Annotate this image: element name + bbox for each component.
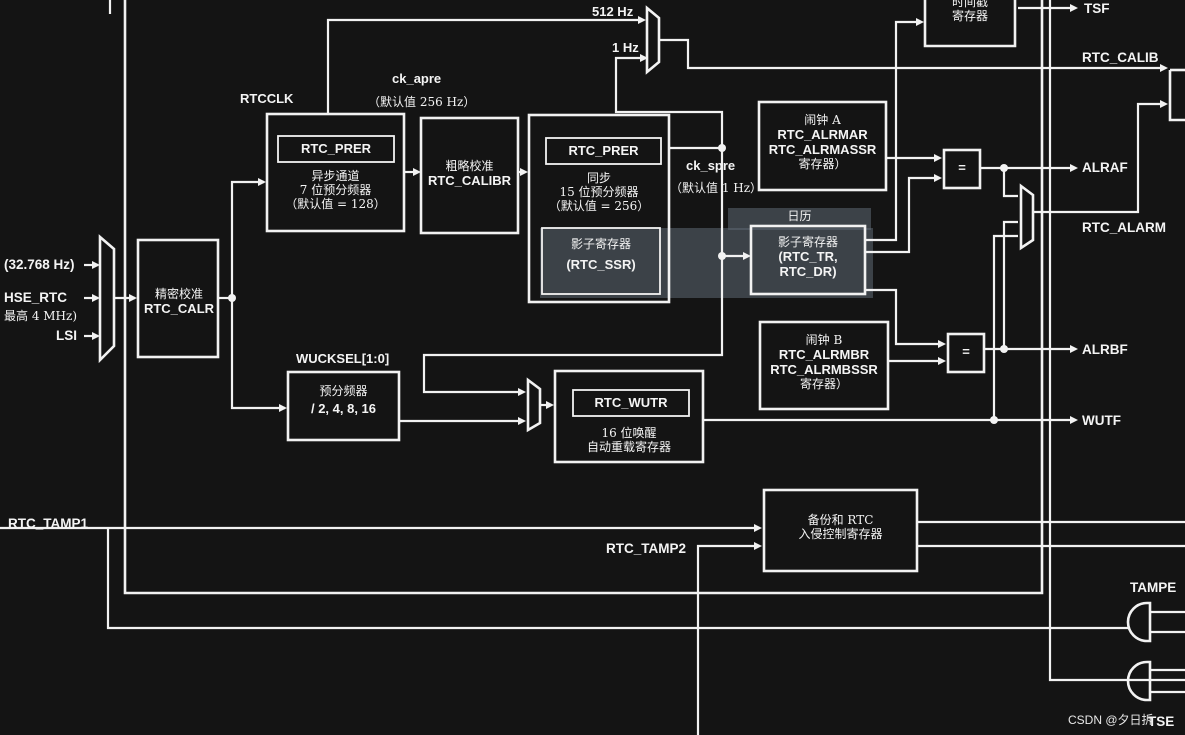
and-gate-tse xyxy=(1126,660,1152,702)
timestamp-box xyxy=(923,0,1017,48)
tamp1-label: RTC_TAMP1 xyxy=(8,516,89,531)
backup-label: 备份和 RTC 入侵控制寄存器 xyxy=(798,513,883,541)
wake-mux xyxy=(526,377,542,433)
output-rtc-calib: RTC_CALIB xyxy=(1082,50,1159,65)
tse-label: TSE xyxy=(1148,714,1175,729)
output-rtc-alarm: RTC_ALARM xyxy=(1082,220,1166,235)
ssr-label: 影子寄存器 (RTC_SSR) xyxy=(566,237,636,272)
compare-a-label: = xyxy=(958,160,966,175)
output-alraf: ALRAF xyxy=(1082,160,1128,175)
alarm-mux xyxy=(1019,183,1035,251)
rtcclk-label: RTCCLK xyxy=(240,91,294,106)
backup-box xyxy=(762,488,919,573)
alarm-b-label: 闹钟 B RTC_ALRMBR RTC_ALRMBSSR 寄存器） xyxy=(770,333,878,391)
wucksel-label: WUCKSEL[1:0] xyxy=(296,351,390,366)
alarm-a-box xyxy=(757,100,888,192)
wake-prescaler-label: 预分频器 / 2, 4, 8, 16 xyxy=(310,384,377,416)
input-hse-max-label: 最高 4 MHz) xyxy=(4,309,78,323)
watermark: CSDN @夕日拆 xyxy=(1068,713,1154,727)
sync-prescaler-box xyxy=(527,113,671,304)
ck-apre-default: （默认值 256 Hz） xyxy=(368,95,476,109)
compare-b-label: = xyxy=(962,344,970,359)
output-tsf: TSF xyxy=(1084,1,1110,16)
input-32k-label: (32.768 Hz) xyxy=(4,257,75,272)
calendar-label: 影子寄存器 (RTC_TR, RTC_DR) xyxy=(777,235,838,279)
calendar-band-top xyxy=(728,208,871,230)
ck-spre-label: ck_spre xyxy=(686,158,736,173)
alarm-a-label: 闹钟 A RTC_ALRMAR RTC_ALRMASSR 寄存器） xyxy=(768,113,877,171)
input-hse-label: HSE_RTC xyxy=(4,290,68,305)
timestamp-label: 时间戳 寄存器 xyxy=(951,0,988,23)
tampe-label: TAMPE xyxy=(1130,580,1177,595)
sync-prer-label: 同步 15 位预分频器 （默认值 = 256） xyxy=(548,171,650,213)
compare-b xyxy=(946,332,986,374)
wutr-label: 16 位唤醒 自动重载寄存器 xyxy=(586,426,671,454)
output-wutf: WUTF xyxy=(1082,413,1121,428)
ck-spre-default: （默认值 1 Hz） xyxy=(670,181,763,195)
output-alrbf: ALRBF xyxy=(1082,342,1128,357)
calibr-box xyxy=(419,116,520,235)
sync-prer-reg: RTC_PRER xyxy=(568,143,639,158)
async-prer-reg: RTC_PRER xyxy=(300,141,372,156)
calibr-label: 粗略校准 RTC_CALIBR xyxy=(427,159,512,188)
ck-apre-label: ck_apre xyxy=(392,71,442,86)
alarm-b-box xyxy=(758,320,890,411)
calendar-box xyxy=(749,224,867,296)
calr-label: 精密校准 RTC_CALR xyxy=(143,287,215,316)
input-lsi-label: LSI xyxy=(56,328,78,343)
wake-prescaler-box xyxy=(286,370,401,442)
wutr-reg: RTC_WUTR xyxy=(594,395,668,410)
mux-512hz-label: 512 Hz xyxy=(592,4,634,19)
mux-1hz-label: 1 Hz xyxy=(612,40,639,55)
rtc-domain-frame xyxy=(123,0,1044,595)
tamp2-label: RTC_TAMP2 xyxy=(606,541,687,556)
wutr-box xyxy=(553,369,705,464)
input-mux xyxy=(98,234,116,364)
async-prer-label: 异步通道 7 位预分频器 （默认值 = 128） xyxy=(285,169,386,211)
output-mux xyxy=(645,5,661,75)
shadow-band xyxy=(540,228,873,298)
and-gate-tampe xyxy=(1126,601,1152,643)
calendar-title: 日历 xyxy=(787,209,812,223)
